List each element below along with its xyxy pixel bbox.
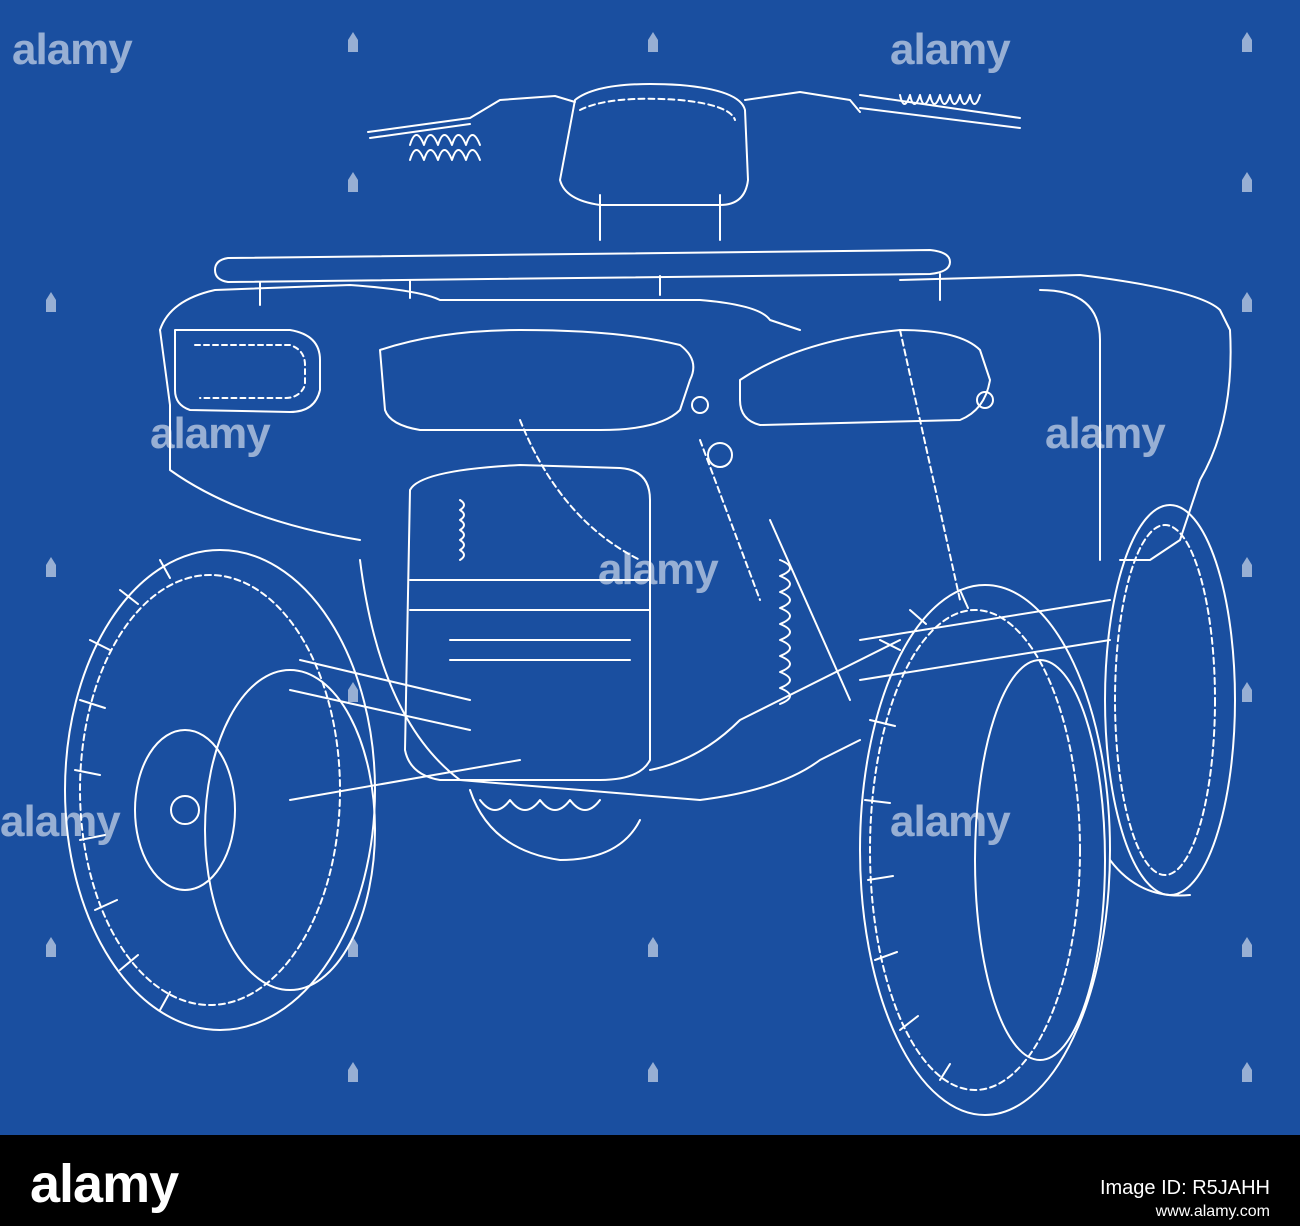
- watermark-text: alamy: [150, 409, 271, 458]
- blueprint-canvas: alamy alamy alamy alamy alamy alamy alam…: [0, 0, 1300, 1135]
- footer-bar: alamy Image ID: R5JAHH www.alamy.com: [0, 1135, 1300, 1226]
- site-url: www.alamy.com: [1155, 1203, 1270, 1220]
- image-id-label: Image ID: R5JAHH: [1099, 1177, 1270, 1199]
- watermark-text: alamy: [890, 25, 1011, 74]
- watermark-text: alamy: [890, 797, 1011, 846]
- alamy-logo: alamy: [30, 1154, 179, 1214]
- watermark-text: alamy: [12, 25, 133, 74]
- watermark-text: alamy: [0, 797, 121, 846]
- watermark-text: alamy: [598, 545, 719, 594]
- atv-wireframe-drawing: [64, 83, 1236, 1116]
- watermark-text: alamy: [1045, 409, 1166, 458]
- watermark-glyphs: [46, 32, 1252, 1082]
